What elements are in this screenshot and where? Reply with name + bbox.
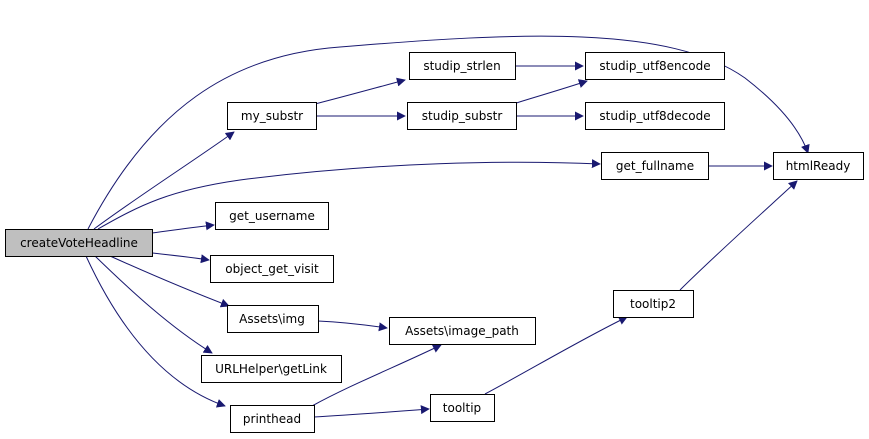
edge-createVoteHeadline-to-assets_img: [109, 255, 230, 308]
node-box: [230, 405, 315, 433]
node-studip_utf8decode[interactable]: studip_utf8decode: [585, 102, 725, 130]
node-label: studip_utf8encode: [599, 59, 710, 73]
node-label: htmlReady: [786, 159, 851, 173]
node-htmlReady[interactable]: htmlReady: [773, 152, 864, 180]
edge-printhead-to-tooltip: [313, 405, 430, 418]
node-printhead[interactable]: printhead: [230, 405, 315, 433]
node-label: get_username: [229, 209, 315, 223]
edge-studip_substr-to-studip_utf8encode: [512, 79, 588, 105]
node-box: [407, 102, 517, 130]
edge-printhead-to-assets_image_path: [311, 344, 442, 407]
node-label: tooltip2: [630, 297, 676, 311]
edge-createVoteHeadline-to-urlhelper_getlink: [94, 255, 213, 354]
node-box: [585, 52, 725, 80]
node-box: [201, 355, 342, 383]
node-box: [389, 317, 536, 345]
node-label: Assets\img: [239, 312, 305, 326]
node-box: [409, 52, 516, 80]
node-label: URLHelper\getLink: [215, 362, 327, 376]
edge-tooltip-to-tooltip2: [484, 316, 628, 395]
node-box: [430, 394, 495, 422]
node-assets_image_path[interactable]: Assets\image_path: [389, 317, 536, 345]
node-studip_substr[interactable]: studip_substr: [407, 102, 517, 130]
node-label: Assets\image_path: [405, 324, 519, 338]
node-box: [215, 202, 329, 230]
node-tooltip[interactable]: tooltip: [430, 394, 495, 422]
node-label: object_get_visit: [225, 262, 319, 276]
node-label: printhead: [243, 412, 301, 426]
node-label: studip_strlen: [423, 59, 500, 73]
edges-layer: [85, 35, 810, 418]
node-label: studip_substr: [422, 109, 503, 123]
node-label: get_fullname: [616, 159, 694, 173]
node-box: [585, 102, 725, 130]
node-box: [227, 102, 317, 130]
edge-tooltip2-to-htmlReady: [679, 180, 798, 291]
node-object_get_visit[interactable]: object_get_visit: [210, 255, 334, 283]
node-my_substr[interactable]: my_substr: [227, 102, 317, 130]
edge-createVoteHeadline-to-printhead: [85, 255, 226, 408]
node-get_username[interactable]: get_username: [215, 202, 329, 230]
edge-createVoteHeadline-to-htmlReady: [87, 35, 810, 230]
node-createVoteHeadline[interactable]: createVoteHeadline: [5, 229, 153, 257]
edge-assets_img-to-assets_image_path: [317, 320, 388, 332]
node-studip_utf8encode[interactable]: studip_utf8encode: [585, 52, 725, 80]
node-label: studip_utf8decode: [599, 109, 710, 123]
node-get_fullname[interactable]: get_fullname: [601, 152, 709, 180]
nodes-layer: createVoteHeadline my_substr studip_strl…: [5, 52, 864, 433]
node-tooltip2[interactable]: tooltip2: [613, 290, 694, 318]
node-assets_img[interactable]: Assets\img: [227, 305, 319, 333]
edge-createVoteHeadline-to-get_username: [151, 221, 215, 234]
edge-createVoteHeadline-to-get_fullname: [97, 159, 601, 230]
node-box: [773, 152, 864, 180]
edge-my_substr-to-studip_strlen: [314, 77, 406, 105]
node-box: [5, 229, 153, 257]
node-box: [227, 305, 319, 333]
node-box: [210, 255, 334, 283]
node-box: [613, 290, 694, 318]
node-urlhelper_getlink[interactable]: URLHelper\getLink: [201, 355, 342, 383]
node-box: [601, 152, 709, 180]
edge-createVoteHeadline-to-my_substr: [93, 131, 235, 230]
node-studip_strlen[interactable]: studip_strlen: [409, 52, 516, 80]
node-label: my_substr: [241, 109, 303, 123]
node-label: createVoteHeadline: [20, 236, 138, 250]
edge-createVoteHeadline-to-object_get_visit: [151, 252, 210, 264]
node-label: tooltip: [443, 401, 481, 415]
